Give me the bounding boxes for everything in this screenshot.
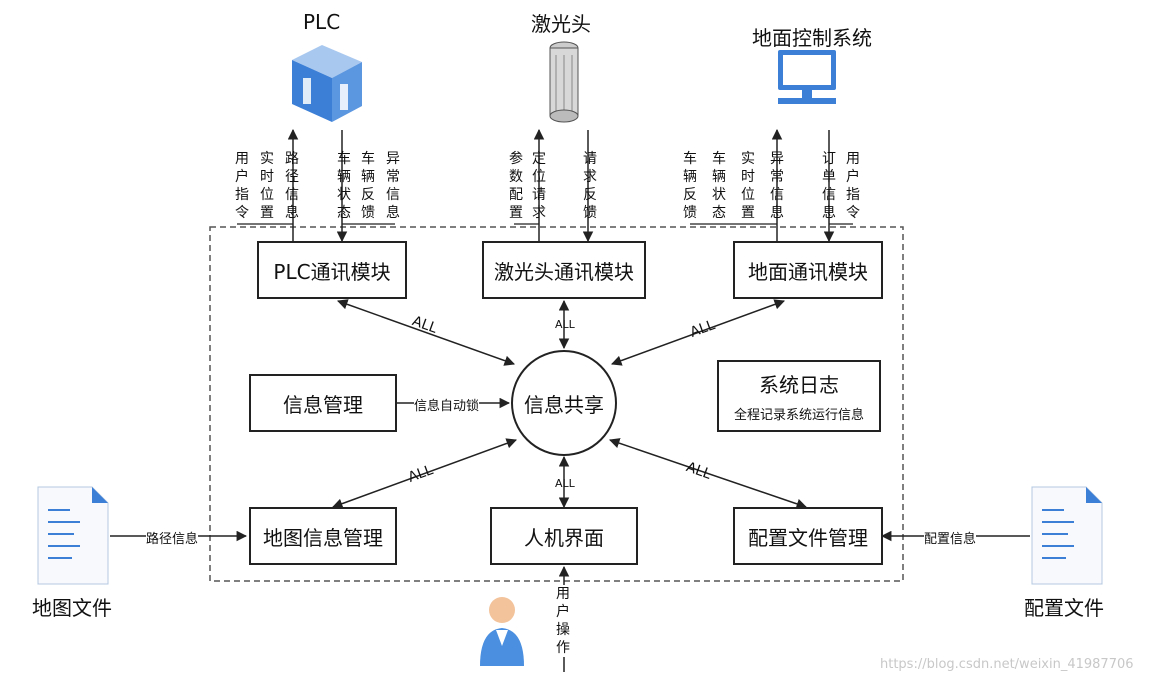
ground-signal-up-1: 车辆反馈 [683,151,697,221]
watermark: https://blog.csdn.net/weixin_41987706 [880,657,1134,672]
map-share-link [332,438,517,509]
laser-signal-down-1: 请求反馈 [583,151,597,221]
plc-signal-down-2: 车辆反馈 [361,151,375,221]
ground-signal-down-2: 用户指令 [846,151,860,221]
user-icon [480,597,524,666]
plc-comm-module: PLC通讯模块 [257,241,407,299]
plc-icon [292,45,362,122]
ground-share-link [611,299,785,366]
all-label-laser: ALL [555,318,575,331]
map-info-management-box: 地图信息管理 [249,507,397,565]
ground-label: 地面控制系统 [752,26,872,50]
info-management-label: 信息管理 [283,392,363,417]
laser-comm-module-label: 激光头通讯模块 [494,259,634,284]
laser-label: 激光头 [531,12,591,36]
plc-label: PLC [303,10,341,34]
laser-head-icon [549,41,579,123]
config-info-label: 配置信息 [924,528,977,547]
hmi-box: 人机界面 [490,507,638,565]
plc-signal-up-3: 路径信息 [285,151,299,221]
system-boundary [209,226,904,582]
plc-signal-up-1: 用户指令 [235,151,249,221]
config-file-label: 配置文件 [1024,596,1104,620]
map-file-label: 地图文件 [32,596,112,620]
system-log-title: 系统日志 [759,373,839,397]
ground-comm-module: 地面通讯模块 [733,241,883,299]
laser-comm-module: 激光头通讯模块 [482,241,646,299]
plc-comm-module-label: PLC通讯模块 [273,259,391,284]
laser-signal-up-1: 参数配置 [509,151,523,221]
ground-signal-up-3: 实时位置 [741,151,755,221]
ground-signal-up-2: 车辆状态 [712,151,726,221]
laser-signal-up-2: 定位请求 [532,151,546,221]
plc-signal-up-2: 实时位置 [260,151,274,221]
info-lock-label: 信息自动锁 [414,395,480,414]
ground-comm-module-label: 地面通讯模块 [748,259,868,284]
path-info-label: 路径信息 [146,528,199,547]
config-share-link [609,438,807,509]
hmi-label: 人机界面 [524,525,604,550]
ground-signal-down-1: 订单信息 [822,151,836,221]
config-file-management-box: 配置文件管理 [733,507,883,565]
info-share-label: 信息共享 [524,392,604,417]
plc-share-link [337,299,515,366]
monitor-icon [778,50,836,104]
info-management-box: 信息管理 [249,374,397,432]
plc-signal-down-1: 车辆状态 [337,151,351,221]
map-file-icon [37,486,109,585]
system-log-box: 系统日志 全程记录系统运行信息 [717,360,881,432]
info-share-node: 信息共享 [511,350,617,456]
config-file-icon [1031,486,1103,585]
user-op-label: 用户操作 [555,585,571,657]
config-file-management-label: 配置文件管理 [748,525,868,550]
plc-signal-down-3: 异常信息 [386,151,400,221]
all-label-hmi: ALL [555,477,575,490]
map-info-management-label: 地图信息管理 [263,525,383,550]
system-log-subtitle: 全程记录系统运行信息 [733,408,864,423]
ground-signal-up-4: 异常信息 [770,151,784,221]
